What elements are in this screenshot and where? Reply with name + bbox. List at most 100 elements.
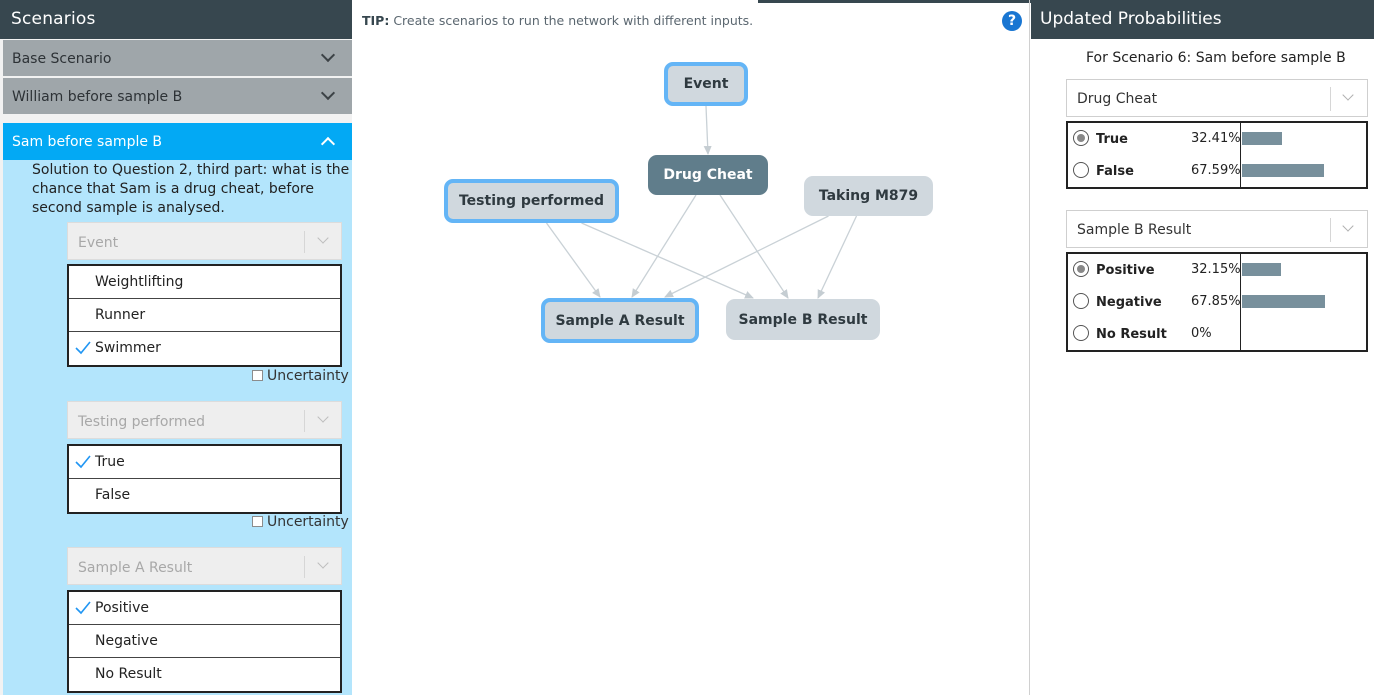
select-divider: [304, 556, 305, 578]
probabilities-panel: Updated Probabilities For Scenario 6: Sa…: [1031, 0, 1374, 695]
chevron-up-icon: [320, 136, 336, 152]
radio-button[interactable]: [1073, 293, 1089, 309]
node-sample-a-result[interactable]: Sample A Result: [541, 298, 699, 343]
tip-prefix: TIP:: [362, 13, 390, 28]
state-label: Positive: [1096, 263, 1155, 278]
scenario-body: Solution to Question 2, third part: what…: [3, 160, 352, 695]
select-divider: [304, 231, 305, 253]
chevron-down-icon: [317, 232, 329, 244]
event-states-list: Weightlifting Runner Swimmer: [67, 264, 342, 367]
probability-row[interactable]: False 67.59%: [1068, 155, 1366, 187]
chevron-down-icon: [1342, 89, 1354, 101]
node-event[interactable]: Event: [664, 62, 748, 106]
checkbox[interactable]: [252, 516, 263, 527]
node-testing-performed[interactable]: Testing performed: [444, 179, 619, 223]
node-label: Sample A Result: [555, 312, 685, 329]
network-edges: [545, 105, 858, 299]
node-taking-m879[interactable]: Taking M879: [804, 176, 933, 216]
event-select[interactable]: Event: [67, 222, 342, 260]
sample-b-probabilities: Positive 32.15% Negative 67.85% No Resul…: [1066, 252, 1368, 352]
probability-value: 32.15%: [1191, 262, 1241, 277]
state-label: False: [95, 487, 131, 503]
scenarios-title: Scenarios: [11, 9, 96, 29]
state-label: Weightlifting: [95, 274, 184, 290]
state-option[interactable]: True: [69, 446, 340, 479]
probability-row[interactable]: No Result 0%: [1068, 318, 1366, 350]
radio-button[interactable]: [1073, 130, 1089, 146]
sample-a-states-list: Positive Negative No Result: [67, 590, 342, 693]
probability-row[interactable]: Negative 67.85%: [1068, 286, 1366, 318]
state-option[interactable]: Weightlifting: [69, 266, 340, 299]
checkmark-icon: [75, 455, 91, 469]
scenarios-panel: Scenarios Base Scenario William before s…: [0, 0, 352, 695]
probability-value: 0%: [1191, 326, 1212, 341]
node-label: Sample B Result: [738, 311, 868, 328]
scenario-base[interactable]: Base Scenario: [3, 40, 352, 76]
scenario-label: William before sample B: [12, 89, 183, 105]
help-icon[interactable]: ?: [1002, 11, 1022, 31]
probability-row[interactable]: True 32.41%: [1068, 123, 1366, 155]
scenario-william[interactable]: William before sample B: [3, 78, 352, 114]
node-drug-cheat[interactable]: Drug Cheat: [648, 155, 768, 195]
probability-value: 67.85%: [1191, 294, 1241, 309]
state-label: Negative: [95, 633, 158, 649]
scenario-label: Base Scenario: [12, 51, 112, 67]
edge-testing-sampleA: [545, 222, 601, 298]
network-canvas[interactable]: TIP: Create scenarios to run the network…: [352, 0, 1374, 695]
drug-cheat-probabilities: True 32.41% False 67.59%: [1066, 121, 1368, 189]
state-label: No Result: [1096, 327, 1167, 342]
probability-bar: [1242, 132, 1282, 145]
scenario-title: For Scenario 6: Sam before sample B: [1086, 50, 1346, 66]
node-label: Event: [683, 76, 729, 92]
chevron-down-icon: [1342, 220, 1354, 232]
uncertainty-toggle[interactable]: Uncertainty: [252, 514, 349, 530]
panel-divider: [1029, 0, 1030, 695]
select-divider: [1330, 218, 1331, 242]
chevron-down-icon: [320, 85, 336, 101]
edge-drug-sampleB: [719, 194, 789, 299]
testing-performed-select[interactable]: Testing performed: [67, 401, 342, 439]
scenario-description: Solution to Question 2, third part: what…: [32, 162, 350, 216]
scenarios-header: Scenarios: [0, 0, 352, 39]
scenario-sam[interactable]: Sam before sample B: [3, 123, 352, 160]
select-label: Event: [78, 235, 119, 251]
state-label: Negative: [1096, 295, 1162, 310]
probability-bar: [1242, 164, 1324, 177]
radio-button[interactable]: [1073, 162, 1089, 178]
node-label: Drug Cheat: [663, 167, 753, 183]
drug-cheat-select[interactable]: Drug Cheat: [1066, 79, 1368, 117]
state-label: True: [1096, 132, 1128, 147]
state-option[interactable]: Positive: [69, 592, 340, 625]
probability-bar: [1242, 295, 1325, 308]
node-label: Testing performed: [458, 193, 604, 209]
state-option[interactable]: Negative: [69, 625, 340, 658]
tip-text: TIP: Create scenarios to run the network…: [362, 13, 753, 28]
checkbox[interactable]: [252, 370, 263, 381]
select-label: Testing performed: [78, 414, 206, 430]
scenario-label: Sam before sample B: [12, 134, 163, 150]
probability-row[interactable]: Positive 32.15%: [1068, 254, 1366, 286]
state-label: True: [95, 454, 125, 470]
node-label: Taking M879: [818, 188, 919, 204]
sample-a-result-select[interactable]: Sample A Result: [67, 547, 342, 585]
state-label: Swimmer: [95, 340, 161, 356]
sample-b-result-select[interactable]: Sample B Result: [1066, 210, 1368, 248]
radio-button[interactable]: [1073, 325, 1089, 341]
state-option[interactable]: Swimmer: [69, 332, 340, 365]
checkmark-icon: [75, 341, 91, 355]
uncertainty-toggle[interactable]: Uncertainty: [252, 368, 349, 384]
state-label: False: [1096, 164, 1134, 179]
state-option[interactable]: Runner: [69, 299, 340, 332]
state-label: Positive: [95, 600, 149, 616]
select-label: Drug Cheat: [1077, 91, 1158, 107]
state-label: Runner: [95, 307, 146, 323]
edge-taking-sampleA: [664, 215, 829, 298]
state-option[interactable]: No Result: [69, 658, 340, 691]
tip-message: Create scenarios to run the network with…: [393, 13, 754, 28]
select-divider: [1330, 87, 1331, 111]
state-option[interactable]: False: [69, 479, 340, 512]
radio-button[interactable]: [1073, 261, 1089, 277]
divider: [1240, 123, 1241, 187]
node-sample-b-result[interactable]: Sample B Result: [726, 299, 880, 340]
select-label: Sample A Result: [78, 560, 193, 576]
